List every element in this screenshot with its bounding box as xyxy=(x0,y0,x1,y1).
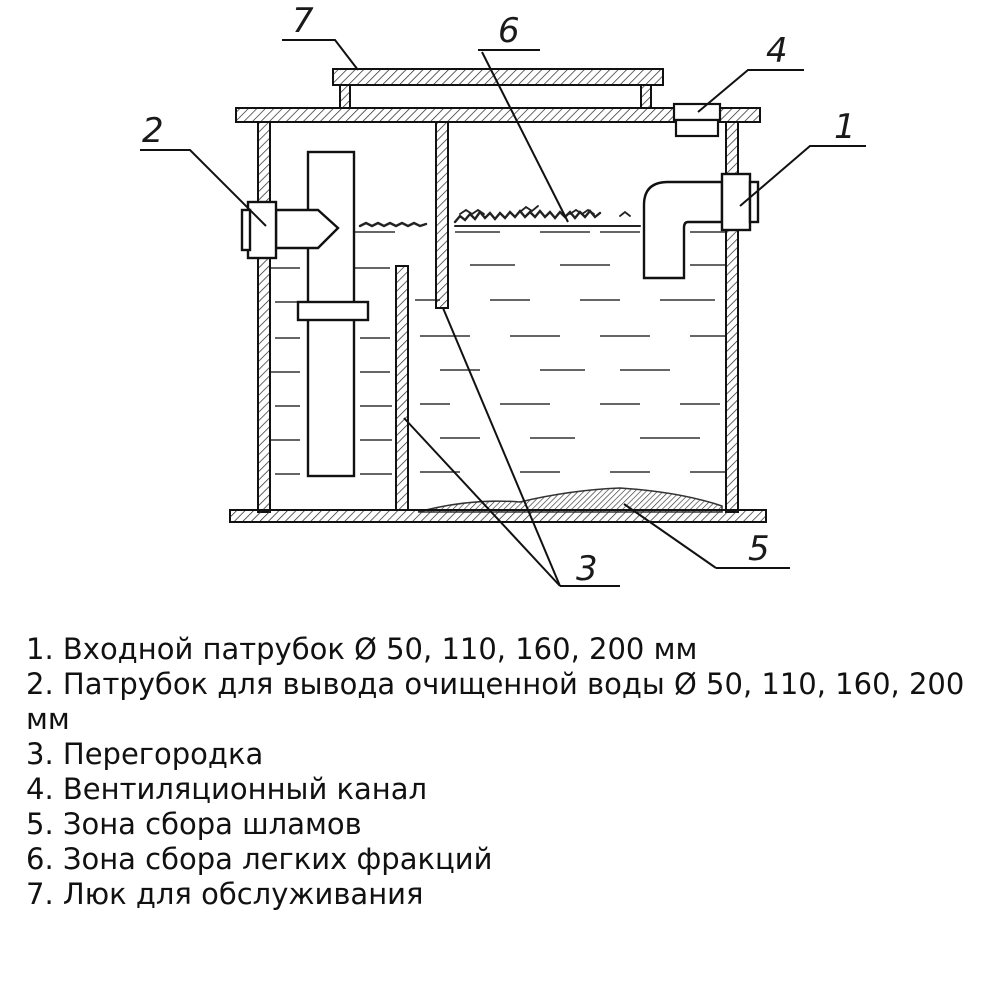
tank-bottom xyxy=(229,509,767,523)
water-surface-lines xyxy=(270,231,725,475)
legend: 1. Входной патрубок Ø 50, 110, 160, 200 … xyxy=(26,632,986,912)
lower-partition xyxy=(395,265,409,511)
legend-item-light-fractions: 6. Зона сбора легких фракций xyxy=(26,842,493,876)
tank-left-wall xyxy=(257,121,271,513)
callout-7: 7 xyxy=(292,1,314,41)
ventilation-channel xyxy=(672,102,722,138)
leader-lines xyxy=(140,39,866,587)
light-fraction-layer xyxy=(358,205,641,228)
legend-item-ventilation: 4. Вентиляционный канал xyxy=(26,772,428,806)
legend-item-inlet: 1. Входной патрубок Ø 50, 110, 160, 200 … xyxy=(26,632,698,666)
upper-partition xyxy=(435,121,449,309)
tank-lid xyxy=(235,107,761,123)
callout-4: 4 xyxy=(766,31,788,71)
separator-diagram: 1 2 3 4 5 6 7 xyxy=(140,1,866,589)
service-hatch xyxy=(332,68,664,109)
legend-item-sludge-zone: 5. Зона сбора шламов xyxy=(26,807,362,841)
sludge-zone xyxy=(417,487,723,513)
legend-item-service-hatch: 7. Люк для обслуживания xyxy=(26,877,424,911)
callout-5: 5 xyxy=(748,529,770,569)
callout-6: 6 xyxy=(498,11,520,51)
legend-item-partition: 3. Перегородка xyxy=(26,737,264,771)
inlet-pipe xyxy=(642,172,760,280)
callout-1: 1 xyxy=(834,107,856,147)
callout-2: 2 xyxy=(142,111,164,151)
outlet-pipe xyxy=(240,150,370,478)
legend-item-outlet: 2. Патрубок для вывода очищенной воды Ø … xyxy=(26,667,965,736)
callout-3: 3 xyxy=(576,549,598,589)
